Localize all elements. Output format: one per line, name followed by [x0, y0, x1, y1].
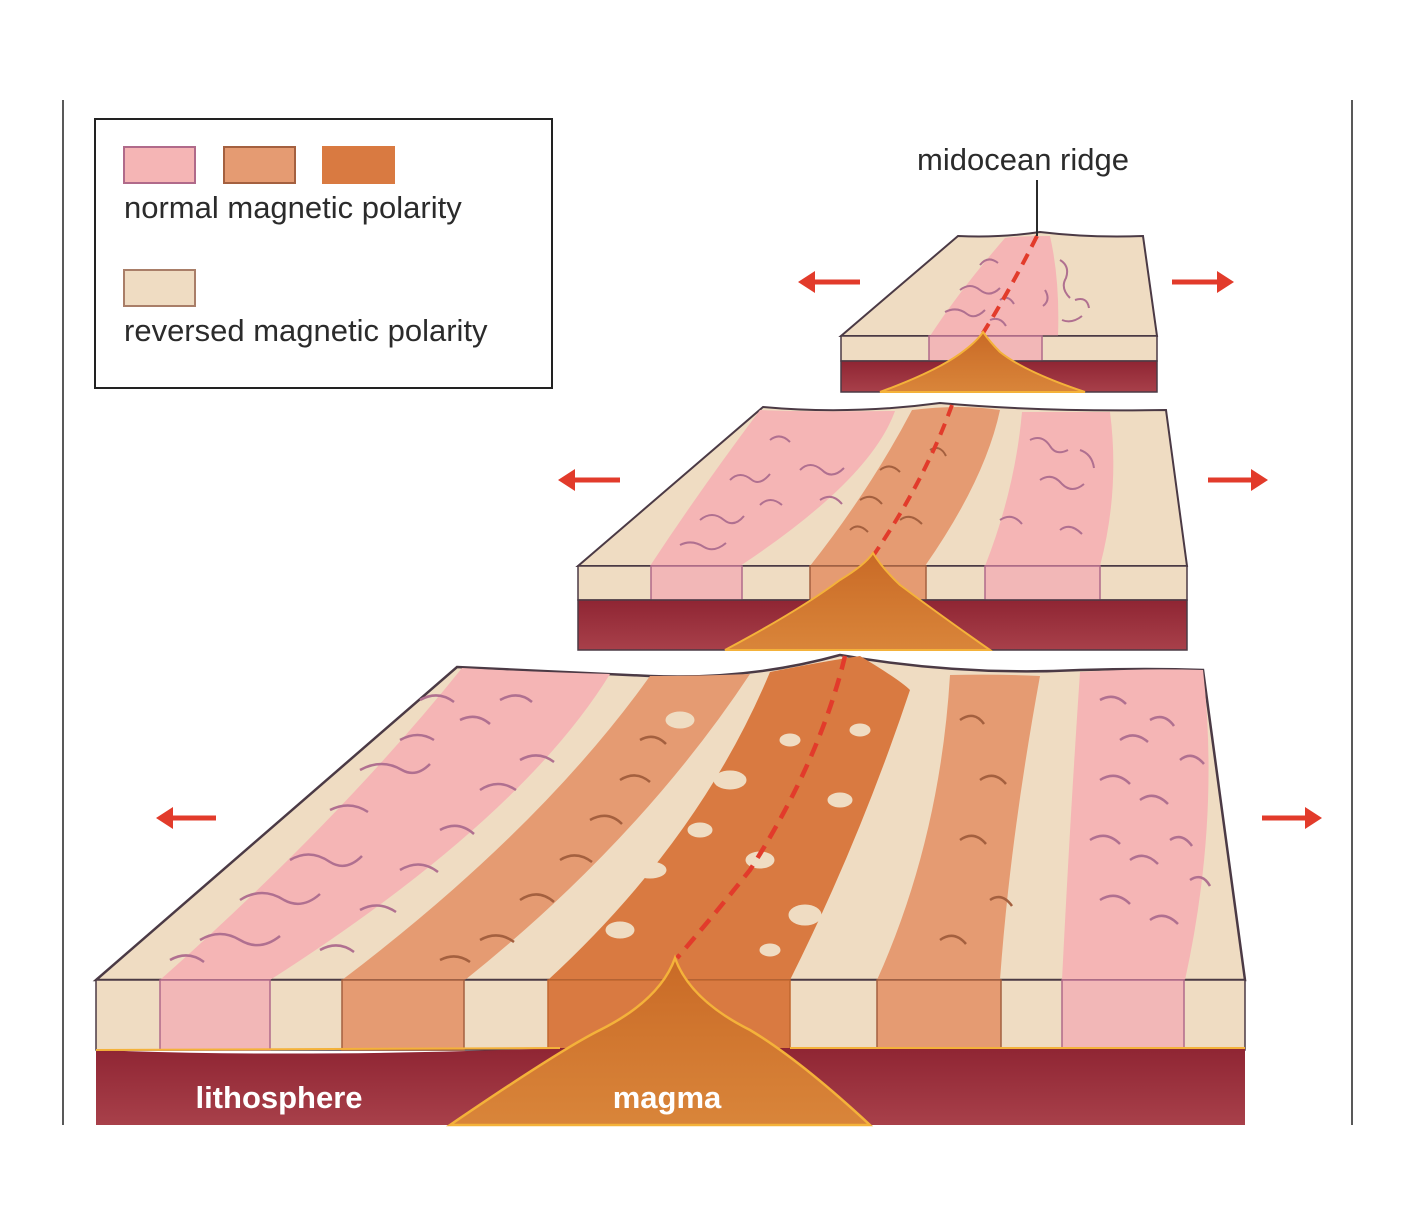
legend-reversed-label: reversed magnetic polarity — [124, 313, 488, 348]
spreading-arrows — [156, 271, 1322, 829]
arrow-right-bottom — [1262, 807, 1322, 829]
block-bottom — [92, 653, 1247, 1127]
ridge-label: midocean ridge — [917, 142, 1129, 177]
ridge-line-top — [981, 235, 1039, 335]
ridge-line-middle — [871, 404, 954, 558]
block-middle — [575, 401, 1189, 651]
arrow-left-middle — [558, 469, 620, 491]
ridge-line-bottom — [675, 655, 848, 960]
block-top — [838, 230, 1159, 393]
legend-swatch-orange-dark — [322, 146, 395, 184]
arrow-left-top — [798, 271, 860, 293]
legend-swatch-orange-light — [223, 146, 296, 184]
arrow-left-bottom — [156, 807, 216, 829]
arrow-right-middle — [1208, 469, 1268, 491]
lithosphere-label: lithosphere — [195, 1080, 362, 1115]
legend-swatch-reversed — [123, 269, 196, 307]
arrow-right-top — [1172, 271, 1234, 293]
legend: normal magnetic polarity reversed magnet… — [94, 118, 553, 389]
legend-normal-label: normal magnetic polarity — [124, 190, 462, 225]
legend-swatch-pink — [123, 146, 196, 184]
magma-label: magma — [613, 1080, 722, 1115]
